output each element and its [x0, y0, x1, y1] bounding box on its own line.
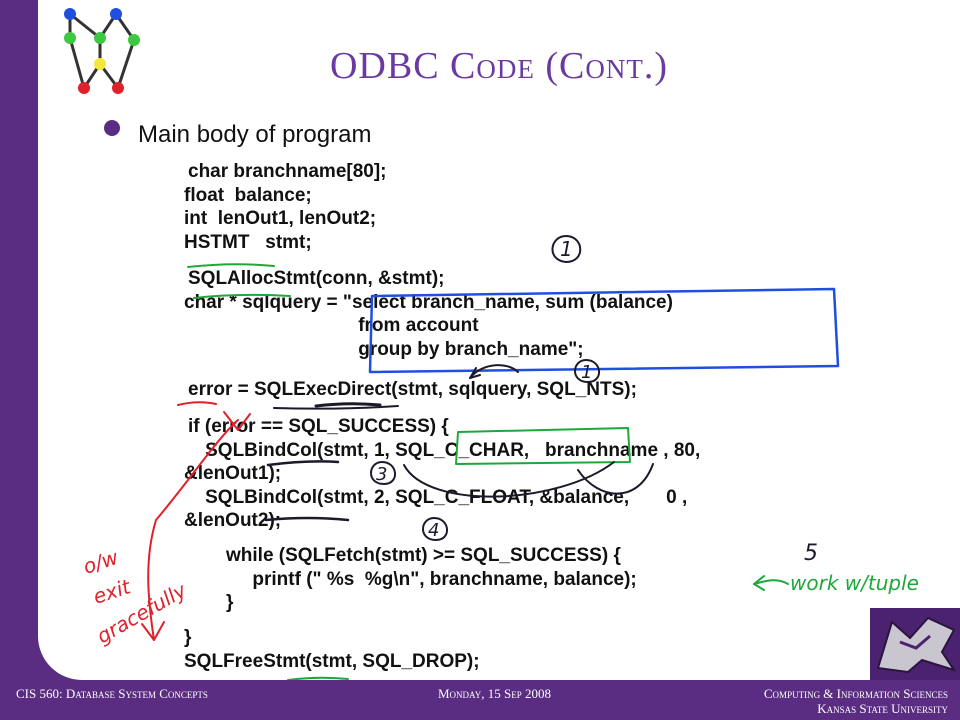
arrowhead-red [141, 621, 165, 641]
code-line: } [226, 592, 234, 613]
annotation-work: work w/tuple [790, 571, 919, 595]
underline-red [177, 401, 217, 406]
circle-1 [551, 235, 582, 263]
underline-dark [273, 405, 399, 410]
code-line: HSTMT stmt; [184, 231, 312, 253]
code-line: if (error == SQL_SUCCESS) { [188, 416, 449, 437]
footer-university: Kansas State University [817, 701, 948, 716]
slide: ODBC Code (Cont.) Main body of program c… [38, 0, 960, 680]
code-block-free: }SQLFreeStmt(stmt, SQL_DROP); [184, 626, 480, 673]
code-line: int lenOut1, lenOut2; [184, 208, 377, 229]
graph-logo-icon [64, 8, 140, 94]
underline-green [287, 676, 349, 680]
code-block-bind: if (error == SQL_SUCCESS) { SQLBindCol(s… [184, 415, 700, 533]
code-line: } [184, 627, 192, 648]
arrow-dark [469, 364, 519, 379]
arrow-green-left [753, 579, 789, 585]
code-line: SQLFreeStmt(stmt, SQL_DROP); [184, 650, 480, 672]
code-line: &lenOut2); [184, 510, 282, 531]
code-line: from account [184, 315, 479, 336]
code-line: SQLBindCol(stmt, 1, SQL_C_CHAR, branchna… [184, 439, 701, 461]
code-line: printf (" %s %g\n", branchname, balance)… [226, 568, 637, 590]
annotation-gracefully: gracefully [93, 577, 192, 648]
code-line: &lenOut1); [184, 463, 282, 484]
annotation-number: 5 [804, 541, 818, 566]
code-block-declarations: char branchname[80];float balance;int le… [184, 160, 387, 254]
annotation-number: 1 [560, 237, 573, 261]
code-line: float balance; [184, 184, 312, 206]
arrowhead-green [753, 575, 765, 591]
bullet-text: Main body of program [138, 121, 372, 148]
code-line: while (SQLFetch(stmt) >= SQL_SUCCESS) { [226, 545, 621, 566]
footer-date: Monday, 15 Sep 2008 [438, 686, 551, 701]
annotation-exit: exit [90, 574, 134, 609]
slide-title: ODBC Code (Cont.) [329, 45, 669, 87]
code-line: char branchname[80]; [188, 161, 387, 182]
code-block-exec: error = SQLExecDirect(stmt, sqlquery, SQ… [188, 378, 637, 402]
code-line: char * sqlquery = "select branch_name, s… [184, 291, 673, 313]
code-line: SQLAllocStmt(conn, &stmt); [188, 268, 445, 289]
code-line: group by branch_name"; [184, 338, 584, 360]
bullet-dot [104, 120, 120, 136]
wildcat-logo-icon [870, 608, 960, 680]
code-block-fetch: while (SQLFetch(stmt) >= SQL_SUCCESS) { … [226, 544, 637, 615]
code-line: SQLBindCol(stmt, 2, SQL_C_FLOAT, &balanc… [184, 486, 688, 508]
code-line: error = SQLExecDirect(stmt, sqlquery, SQ… [188, 379, 637, 400]
underline-dark [314, 402, 382, 408]
annotation-otw: o/w [80, 545, 122, 579]
arrowhead-dark [469, 367, 481, 379]
footer-course: CIS 560: Database System Concepts [16, 686, 208, 701]
code-block-alloc: SQLAllocStmt(conn, &stmt);char * sqlquer… [184, 267, 673, 361]
footer-department: Computing & Information Sciences [763, 686, 948, 701]
